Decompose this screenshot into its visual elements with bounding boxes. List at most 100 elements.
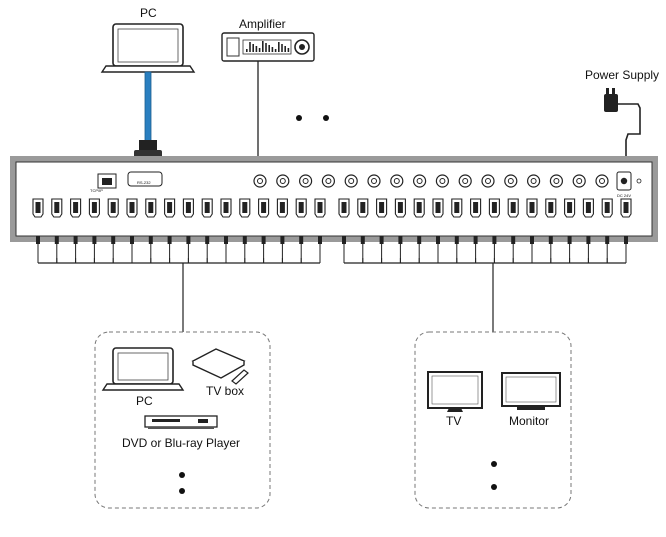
audio-port-center [371, 178, 377, 184]
hdmi-plug [92, 236, 97, 244]
hdmi-input-port-pins [73, 202, 79, 213]
ps-prong [606, 88, 609, 95]
hdmi-plug [167, 236, 172, 244]
dvd-display [198, 419, 208, 423]
audio-port-center [485, 178, 491, 184]
output-cable-bundle [342, 236, 628, 332]
source-devices-group [94, 331, 271, 509]
hdmi-output-port-pins [491, 202, 497, 213]
audio-port-center [553, 178, 560, 184]
hdmi-input-port-pins [148, 202, 154, 213]
pc-source-label: PC [136, 394, 153, 408]
hdmi-input-port-pins [54, 202, 60, 213]
amp-eq-bar [252, 44, 254, 52]
hdmi-input-port-pins [167, 202, 173, 213]
audio-port-center [439, 178, 446, 184]
audio-port-center [257, 178, 263, 184]
hdmi-plug [379, 236, 384, 244]
remote-control [231, 369, 249, 385]
hdmi-input-port-pins [298, 202, 304, 213]
db9-head [139, 140, 157, 150]
pc-source-display [117, 352, 169, 381]
amp-eq-bar [258, 48, 261, 52]
amp-eq-bar [278, 42, 280, 52]
hdmi-plug [261, 236, 266, 244]
dvd-tray [152, 419, 180, 422]
hdmi-output-port-pins [435, 202, 441, 213]
tv-box-icon [191, 348, 249, 385]
amp-eq-bar [249, 42, 251, 52]
hdmi-input-port-pins [261, 202, 267, 213]
dvd-feet [148, 427, 214, 429]
hdmi-plug [36, 236, 40, 244]
hdmi-plug [586, 236, 591, 244]
hdmi-plug [567, 236, 572, 244]
hdmi-plug [436, 236, 440, 244]
hdmi-plug [548, 236, 553, 244]
audio-port-center [325, 178, 332, 184]
amp-left-panel [226, 37, 240, 57]
tv-stand [447, 408, 463, 412]
pc-source-icon [101, 347, 185, 391]
hdmi-plug [54, 236, 59, 244]
amplifier-label: Amplifier [239, 17, 286, 31]
hdmi-output-port-pins [473, 202, 479, 213]
hdmi-output-port-pins [360, 202, 366, 213]
audio-port-center [393, 178, 400, 184]
amp-eq-bar [246, 49, 248, 52]
monitor-icon [501, 372, 561, 410]
amp-knob-center [299, 44, 305, 50]
hdmi-plug [242, 236, 247, 244]
hdmi-input-port-pins [110, 202, 116, 213]
power-supply-label: Power Supply [585, 68, 660, 82]
hdmi-input-port-pins [129, 202, 135, 213]
ellipsis-dot [323, 115, 329, 121]
pc-top-base [100, 65, 196, 73]
hdmi-plug [511, 236, 516, 244]
hdmi-input-port-pins [317, 202, 323, 213]
audio-port-center [279, 178, 286, 184]
power-supply-icon [604, 88, 641, 176]
pc-top-label: PC [140, 6, 157, 20]
ps-cable [618, 103, 641, 176]
amp-eq-bar [281, 44, 283, 52]
hdmi-plug [148, 236, 153, 244]
amp-eq-bar [268, 45, 270, 52]
hdmi-plug [73, 236, 78, 244]
hdmi-plug [398, 236, 403, 244]
audio-port-center [462, 178, 469, 184]
ellipsis-dot [179, 488, 185, 494]
hdmi-output-port-pins [454, 202, 460, 213]
amplifier-icon [221, 32, 315, 62]
hdmi-plug [473, 236, 478, 244]
tv-label: TV [446, 414, 462, 428]
ellipsis-dot [491, 484, 497, 490]
hdmi-plug [624, 236, 628, 244]
hdmi-plug [111, 236, 116, 244]
ellipsis-dot [491, 461, 497, 467]
hdmi-output-port-pins [510, 202, 516, 213]
hdmi-output-port-pins [529, 202, 535, 213]
hdmi-plug [318, 236, 322, 244]
rs232-port-label: RS-232 [137, 180, 151, 185]
ellipsis-dot [179, 472, 185, 478]
hdmi-input-port-pins [279, 202, 285, 213]
audio-port-center [348, 178, 355, 184]
ps-adapter [604, 94, 618, 112]
hdmi-input-port-pins [223, 202, 229, 213]
hdmi-input-port-pins [242, 202, 248, 213]
matrix-rear-panel [10, 156, 658, 242]
hdmi-output-port-pins [604, 202, 610, 213]
hdmi-plug [280, 236, 285, 244]
audio-port-center [507, 178, 514, 184]
hdmi-plug [186, 236, 191, 244]
display-devices-group [414, 331, 572, 509]
hdmi-plug [360, 236, 365, 244]
tcp-port-socket [102, 178, 112, 185]
hdmi-output-port-pins [379, 202, 385, 213]
amp-eq-bar [271, 47, 274, 52]
amp-eq-bar [262, 41, 264, 52]
tv-box-label: TV box [206, 384, 245, 398]
